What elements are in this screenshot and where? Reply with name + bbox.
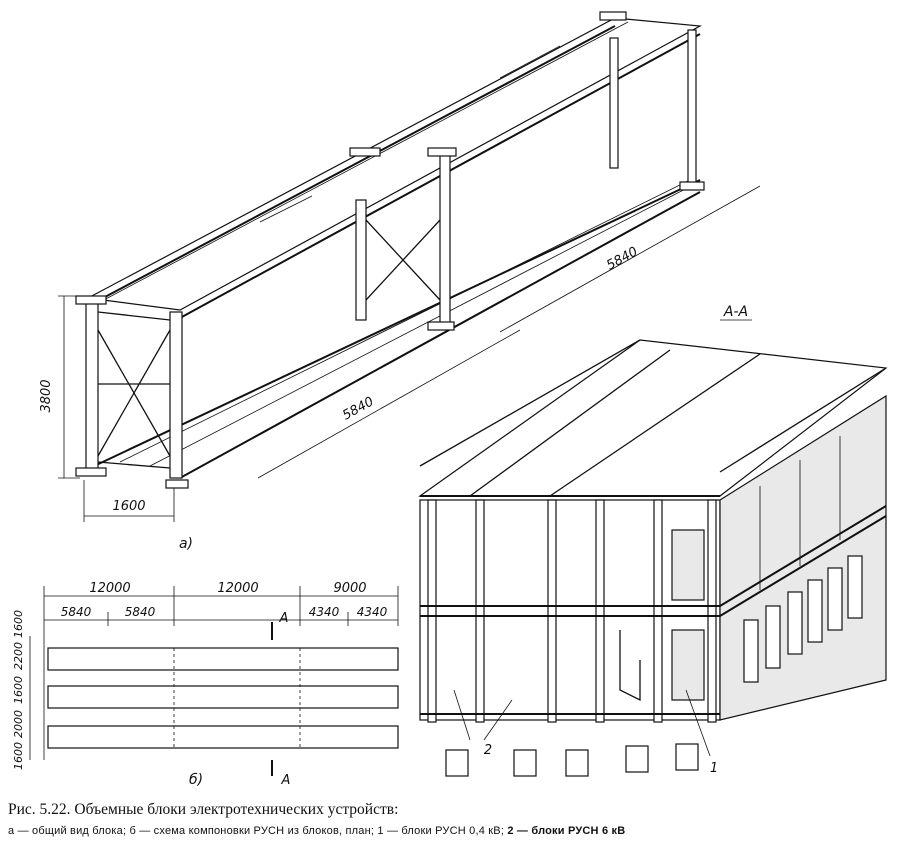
top-deck: [86, 17, 703, 311]
length-dim-far-label: 5840: [604, 244, 640, 273]
front-face: [419, 499, 721, 721]
legend-b: б — схема компоновки РУСН из блоков, пла…: [129, 825, 378, 837]
plan-top-dim-2: 12000: [217, 581, 258, 596]
subfigure-a-label: а): [179, 536, 193, 552]
plan-layout: [29, 586, 399, 776]
section-label: A-A: [723, 304, 748, 320]
plan-sub-dim-1: 5840: [61, 605, 92, 619]
section-mark-bottom: А: [281, 773, 291, 788]
legend-a: а — общий вид блока;: [8, 825, 130, 837]
figure-caption-title: Рис. 5.22. Объемные блоки электротехниче…: [8, 801, 399, 818]
plan-top-dim-1: 12000: [89, 581, 130, 596]
callout-2: 2: [484, 743, 492, 758]
switchgear-assembly-3d: [418, 339, 888, 777]
block-frame-isometric: [58, 11, 761, 522]
section-mark-top: А: [279, 611, 289, 626]
length-dim-near-label: 5840: [340, 394, 376, 423]
block-row-3: [47, 725, 399, 749]
plan-sub-dim-4: 4340: [357, 605, 388, 619]
side-face: [719, 394, 887, 721]
subfigure-b-label: б): [189, 772, 203, 788]
legend-2: 2 — блоки РУСН 6 кВ: [507, 825, 626, 837]
legend-1: 1 — блоки РУСН 0,4 кВ;: [377, 825, 508, 837]
technical-drawing: 3800 1600 5840 5840 A-A а) 12000 12000 9…: [12, 11, 888, 788]
callout-1: 1: [710, 761, 718, 776]
height-dim-label: 3800: [39, 379, 54, 412]
block-row-2: [47, 685, 399, 709]
plan-side-dim-2: 2200: [12, 642, 25, 670]
figure-caption-legend: а — общий вид блока; б — схема компоновк…: [8, 825, 892, 837]
plan-side-dim-1: 1600: [12, 610, 25, 638]
plan-top-dim-3: 9000: [333, 581, 366, 596]
plan-side-dim-4: 2000: [12, 710, 25, 738]
block-row-1: [47, 647, 399, 671]
plan-sub-dim-3: 4340: [309, 605, 340, 619]
width-dim-label: 1600: [112, 499, 145, 514]
plan-sub-dim-2: 5840: [125, 605, 156, 619]
plan-side-dim-5: 1600: [12, 742, 25, 770]
plan-side-dim-3: 1600: [12, 676, 25, 704]
